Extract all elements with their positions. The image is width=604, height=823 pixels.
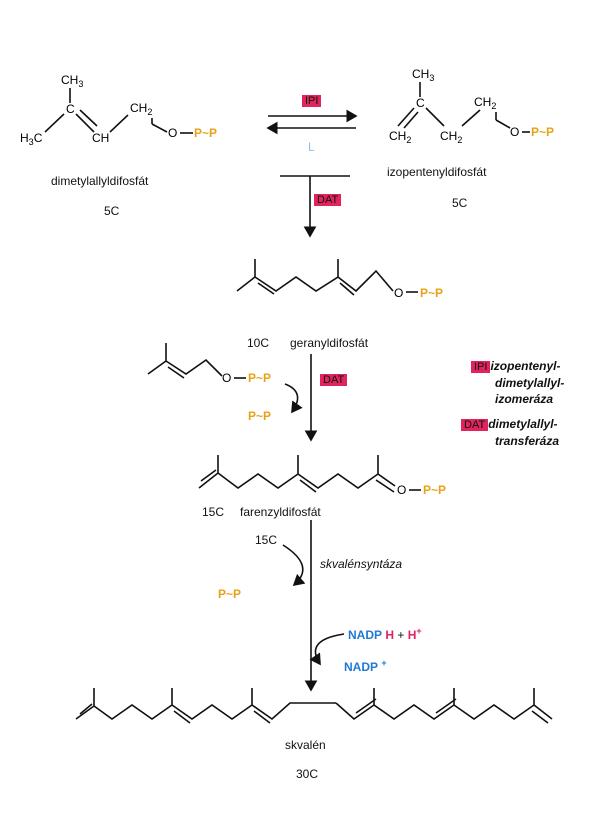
dmapp-c-label: C	[66, 102, 75, 116]
step2-o-label: O	[222, 371, 231, 385]
gpp-pp-label: P~P	[420, 286, 443, 300]
legend-dat-text-2: transferáza	[495, 434, 560, 448]
nadph-h: H	[385, 628, 395, 642]
legend-dat-text-1: dimetylallyl-	[488, 417, 558, 431]
dmapp-pp-label: P~P	[194, 126, 217, 140]
step3-released-pp: P~P	[218, 587, 241, 601]
squalene-structure	[75, 688, 553, 724]
nadph-plus: +	[397, 628, 405, 642]
ipp-carbons: 5C	[452, 196, 468, 210]
legend-ipi-tag: IPI	[471, 361, 491, 373]
ipp-structure	[397, 82, 530, 133]
nadph-nadp: NADP	[348, 628, 383, 642]
fpp-carbons: 15C	[202, 505, 225, 519]
legend-ipi-text-1: izopentenyl-	[490, 359, 561, 373]
legend-ipi-text-2: dimetylallyl-	[495, 376, 565, 390]
ipp-o-label: O	[510, 125, 519, 139]
gpp-structure	[236, 259, 394, 296]
dat-tag-1: DAT	[314, 194, 342, 206]
squalene-synthase-arrow	[282, 520, 345, 692]
dmapp-ch-label: CH	[92, 131, 109, 145]
nadp-out: NADP	[344, 660, 379, 674]
squalene-name: skvalén	[285, 738, 326, 752]
fpp-structure	[198, 455, 396, 493]
ipi-tag: IPI	[302, 95, 322, 107]
nadp-out-label: NADP +	[344, 658, 387, 674]
gpp-carbons: 10C	[247, 336, 270, 350]
dmapp-ch3-label: CH3	[61, 73, 83, 89]
equilibrium-arrows	[266, 109, 358, 135]
fpp-name: farenzyldifosfát	[240, 505, 321, 519]
fpp-pp-label: P~P	[423, 483, 446, 497]
legend-dat-tag: DAT	[461, 419, 489, 431]
dmapp-structure	[44, 88, 193, 134]
dmapp-o-label: O	[168, 126, 177, 140]
legend-ipi-text-3: izomeráza	[495, 392, 554, 406]
ipp-c-label: C	[416, 96, 425, 110]
ipp-pp-label: P~P	[531, 125, 554, 139]
dat-arrow-2	[284, 354, 318, 442]
dmapp-h3c-label: H3C	[20, 131, 43, 147]
dmapp-carbons: 5C	[104, 204, 120, 218]
ipp-name: izopentenyldifosfát	[387, 165, 487, 179]
nadph-label: NADP H + H+	[348, 626, 422, 642]
h-plus: H	[407, 628, 417, 642]
ipp-ch2-lower-label: CH2	[389, 129, 411, 145]
h-plus-sup: +	[416, 626, 422, 636]
squalene-synthase-label: skvalénsyntáza	[320, 557, 403, 571]
dat-tag-2: DAT	[320, 374, 348, 386]
ipp-ch2-mid-label: CH2	[440, 129, 462, 145]
incoming-15c: 15C	[255, 533, 278, 547]
step2-released-pp: P~P	[248, 409, 271, 423]
dmapp-name: dimetylallyldifosfát	[51, 174, 149, 188]
nadp-out-sup: +	[381, 658, 387, 668]
dat-arrow-1	[280, 175, 350, 238]
dmapp-ch2-label: CH2	[130, 101, 152, 117]
gpp-name: geranyldifosfát	[290, 336, 369, 350]
fpp-o-label: O	[397, 483, 406, 497]
gpp-o-label: O	[394, 286, 403, 300]
ipp-ch2-label: CH2	[474, 95, 496, 111]
ipp-ch3-label: CH3	[412, 67, 434, 83]
equilibrium-blue-mark: L	[308, 140, 315, 154]
dmapp-fragment-step2	[147, 343, 223, 379]
step2-pp-label: P~P	[248, 371, 271, 385]
squalene-carbons: 30C	[296, 767, 319, 781]
